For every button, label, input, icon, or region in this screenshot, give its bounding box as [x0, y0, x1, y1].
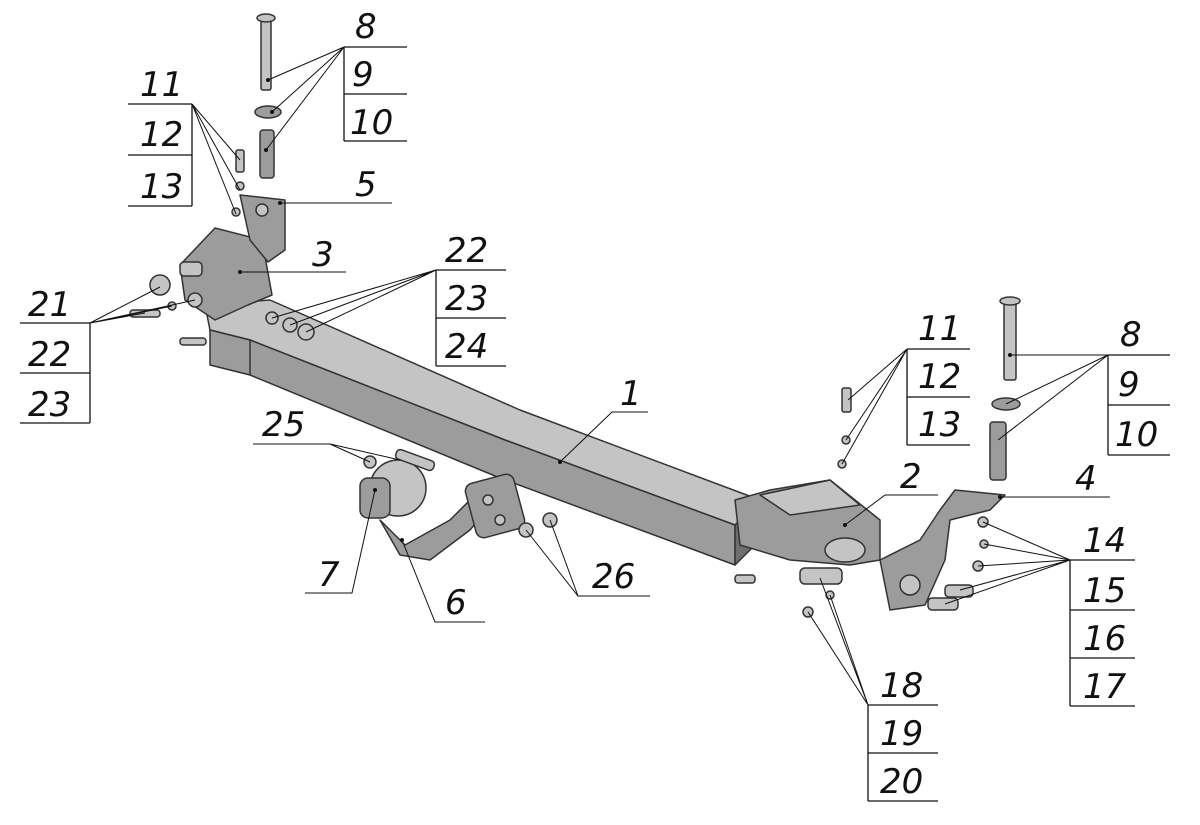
bottom-fastener-set-18-20: [734, 567, 843, 618]
right-small-bolt-set-11-12-13: [837, 387, 852, 469]
leader-group-18-20: [807, 577, 938, 802]
leader-group-21-22-23: [20, 286, 196, 424]
callout-9-right: 9: [1118, 365, 1140, 405]
callout-leaders: [20, 46, 1170, 802]
callout-8-left: 8: [355, 7, 377, 47]
callout-10-right: 10: [1115, 415, 1158, 455]
callout-21-left: 21: [28, 285, 71, 325]
callout-8-right: 8: [1120, 315, 1142, 355]
leader-26: [525, 519, 650, 597]
callout-19: 19: [880, 714, 923, 754]
leader-4: [998, 495, 1110, 499]
callout-1: 1: [620, 374, 642, 414]
callout-17: 17: [1083, 667, 1127, 707]
leader-5: [278, 201, 392, 205]
callout-25: 25: [262, 405, 305, 445]
callout-numbers: 8 9 10 11 12 13 5 3 22 23 24 21 22 23 1 …: [28, 7, 1158, 802]
callout-5: 5: [355, 165, 377, 205]
nut-set-26: [518, 512, 558, 538]
left-bracket-part-3: [149, 227, 273, 321]
leader-25: [253, 443, 401, 463]
callout-13-right: 13: [918, 405, 961, 445]
callout-11-right: 11: [918, 309, 961, 349]
callout-26: 26: [592, 557, 635, 597]
leader-3: [238, 270, 346, 274]
callout-12-left: 12: [140, 115, 183, 155]
callout-18: 18: [880, 666, 923, 706]
leader-group-14-17: [944, 521, 1135, 707]
right-bracket-part-2: [734, 479, 881, 566]
left-fastener-set-21-22-23: [129, 301, 207, 346]
parts-drawing: [129, 13, 1021, 618]
tow-ball-part-7: [359, 459, 427, 519]
leader-group-22-23-24: [271, 269, 506, 367]
callout-11-left: 11: [140, 65, 183, 105]
callout-14: 14: [1083, 521, 1126, 561]
leader-6: [400, 538, 485, 623]
callout-16: 16: [1083, 619, 1126, 659]
leader-group-8-9-10-right: [997, 353, 1170, 456]
right-outer-bracket-part-4: [879, 489, 1006, 611]
leader-group-11-12-13-left: [128, 103, 241, 215]
callout-22-left: 22: [28, 335, 71, 375]
callout-20: 20: [880, 762, 923, 802]
left-upper-bracket-part-5: [239, 194, 286, 263]
leader-2: [843, 494, 938, 527]
callout-3: 3: [312, 235, 334, 275]
leader-1: [558, 411, 648, 464]
ball-mount-part-6: [379, 473, 526, 561]
leader-7: [305, 488, 377, 594]
callout-4: 4: [1075, 459, 1097, 499]
callout-23-left: 23: [28, 385, 71, 425]
callout-7: 7: [318, 555, 340, 595]
right-bolt-set-8-9-10: [989, 296, 1021, 481]
callout-13-left: 13: [140, 167, 183, 207]
callout-22-middle: 22: [445, 231, 488, 271]
leader-group-8-9-10-left: [264, 46, 407, 152]
callout-10-left: 10: [350, 103, 393, 143]
fastener-set-25: [363, 448, 436, 472]
callout-15: 15: [1083, 571, 1126, 611]
callout-23-middle: 23: [445, 279, 488, 319]
leader-group-11-12-13-right: [841, 348, 970, 465]
callout-9-left: 9: [352, 55, 374, 95]
left-bolt-set-8-9-10: [254, 13, 282, 179]
callout-2: 2: [900, 457, 922, 497]
callout-24-middle: 24: [445, 327, 488, 367]
callout-6: 6: [445, 583, 467, 623]
callout-12-right: 12: [918, 357, 961, 397]
